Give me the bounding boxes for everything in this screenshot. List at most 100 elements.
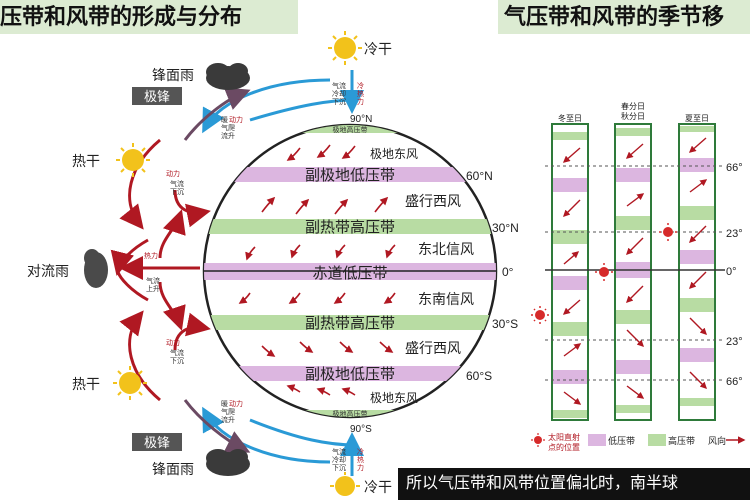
belt-label-subpolar-n: 副极地低压带	[305, 167, 395, 184]
belt-polar-high-s	[204, 410, 496, 417]
belt-subtropical-high-s	[204, 315, 496, 330]
note-sub-top-2: 下沉	[170, 188, 184, 196]
note-pole-top-red-1: 冷	[357, 81, 364, 90]
belt-subtropical-high-n	[204, 219, 496, 234]
note-front-top-2: 气	[221, 123, 228, 132]
note-sub-top-1: 气流	[170, 179, 184, 188]
wind-arrows	[238, 144, 396, 396]
note-pole-top-red-3: 力	[357, 97, 364, 106]
label-cold-dry-top: 冷干	[364, 41, 392, 57]
label-convection-rain: 对流雨	[27, 263, 69, 279]
season-lat-0: 0°	[726, 266, 737, 278]
note-pole-bottom-3: 下沉	[332, 464, 346, 472]
wind-label-polar-easterly-n: 极地东风	[370, 147, 418, 161]
wind-label-westerly-s: 盛行西风	[405, 340, 461, 356]
note-sub-bottom-2: 下沉	[170, 357, 184, 365]
season-lat-23s: 23°	[726, 336, 743, 348]
season-col-equinox-2: 秋分日	[621, 111, 645, 121]
sun-direct-icon	[595, 263, 613, 281]
lat-60s: 60°S	[466, 369, 492, 383]
note-equator-1: 气流	[146, 276, 160, 285]
note-equator-2: 上升	[146, 284, 160, 293]
wind-label-ne-trade: 东北信风	[418, 241, 474, 257]
note-pole-bottom-red-1: 冷	[357, 447, 364, 456]
note-front-bottom-2: 气	[221, 407, 228, 416]
note-front-top-1: 暖	[221, 116, 228, 124]
belt-label-subtropical-n: 副热带高压带	[305, 219, 395, 236]
belt-label-subtropical-s: 副热带高压带	[305, 315, 395, 332]
lat-90s: 90°S	[350, 424, 372, 435]
note-front-bottom-red: 动力	[229, 399, 243, 408]
cloud-icon	[206, 449, 250, 476]
wind-label-westerly-n: 盛行西风	[405, 193, 461, 209]
note-pole-top-2: 冷却	[332, 89, 346, 98]
sun-direct-icon	[659, 223, 677, 241]
note-front-bottom-4: 爬	[228, 407, 235, 416]
label-hot-dry-bottom: 热干	[72, 376, 100, 392]
legend-low: 低压带	[608, 435, 635, 446]
cloud-icon	[206, 63, 250, 90]
wind-label-se-trade: 东南信风	[418, 291, 474, 307]
label-polar-front-top: 极锋	[144, 89, 170, 104]
sun-icon	[330, 472, 360, 496]
note-sub-top-red: 动力	[166, 169, 180, 178]
seasonal-panel: 冬至日 春分日 秋分日 夏至日	[531, 101, 746, 452]
belt-subpolar-low-s	[204, 366, 496, 381]
season-lat-23n: 23°	[726, 228, 743, 240]
belt-label-polar-n: 极地高压带	[333, 125, 368, 134]
label-cold-dry-bottom: 冷干	[364, 479, 392, 495]
wind-label-polar-easterly-s: 极地东风	[370, 391, 418, 405]
legend-wind: 风向	[708, 435, 726, 446]
circulation-arrows	[110, 70, 364, 476]
legend-sun-label-2: 点的位置	[548, 442, 580, 452]
sun-icon	[116, 143, 150, 177]
belt-label-equatorial: 赤道低压带	[312, 265, 387, 282]
sun-icon	[328, 31, 362, 65]
lat-90n: 90°N	[350, 114, 372, 125]
note-pole-bottom-1: 气流	[332, 447, 346, 456]
note-pole-top-3: 下沉	[332, 98, 346, 106]
season-col-winter: 冬至日	[558, 113, 582, 123]
sun-legend-icon	[531, 433, 545, 447]
legend: 太阳直射 点的位置 低压带 高压带 风向	[531, 432, 746, 452]
lat-30s: 30°S	[492, 317, 518, 331]
season-col-equinox-1: 春分日	[621, 101, 645, 111]
lat-30n: 30°N	[492, 221, 519, 235]
season-lat-66s: 66°	[726, 376, 743, 388]
note-front-top-3: 流	[221, 131, 228, 140]
belt-label-polar-s: 极地高压带	[333, 409, 368, 418]
label-hot-dry-top: 热干	[72, 153, 100, 169]
cloud-icon	[84, 249, 108, 288]
note-front-top-5: 升	[228, 131, 235, 140]
globe: 副极地低压带 副热带高压带 赤道低压带 副热带高压带 副极地低压带 极地高压带 …	[202, 114, 519, 435]
note-pole-top-1: 气流	[332, 81, 346, 90]
season-col-summer: 夏至日	[685, 114, 709, 123]
legend-sun-label-1: 太阳直射	[548, 432, 580, 442]
label-polar-front-bottom: 极锋	[144, 435, 170, 450]
note-sub-bottom-red: 动力	[166, 338, 180, 347]
note-pole-bottom-2: 冷却	[332, 455, 346, 464]
sun-direct-icon	[531, 306, 549, 324]
note-pole-bottom-red-2: 热	[357, 455, 364, 464]
label-frontal-rain-top: 锋面雨	[152, 67, 194, 83]
left-title: 压带和风带的形成与分布	[0, 0, 298, 34]
sun-icon	[113, 366, 147, 400]
note-pole-top-red-2: 热	[357, 89, 364, 98]
lat-0: 0°	[502, 265, 514, 279]
note-front-top-red: 动力	[229, 115, 243, 124]
note-pole-bottom-red-3: 力	[357, 463, 364, 472]
label-frontal-rain-bottom: 锋面雨	[152, 461, 194, 477]
belt-subpolar-low-n	[204, 167, 496, 182]
flow-notes: 气流 冷却 下沉 冷 热 力 气流 冷却 下沉 冷 热 力 暖 气 流 爬 升 …	[144, 81, 364, 472]
season-lat-66n: 66°	[726, 162, 743, 174]
note-front-bottom-1: 暖	[221, 400, 228, 408]
note-sub-bottom-1: 气流	[170, 348, 184, 357]
note-front-top-4: 爬	[228, 123, 235, 132]
lat-60n: 60°N	[466, 169, 493, 183]
belt-label-subpolar-s: 副极地低压带	[305, 366, 395, 383]
note-front-bottom-5: 升	[228, 415, 235, 424]
right-title: 气压带和风带的季节移	[498, 0, 750, 34]
caption-bar: 所以气压带和风带位置偏北时，南半球	[398, 468, 750, 500]
legend-high: 高压带	[668, 435, 695, 446]
